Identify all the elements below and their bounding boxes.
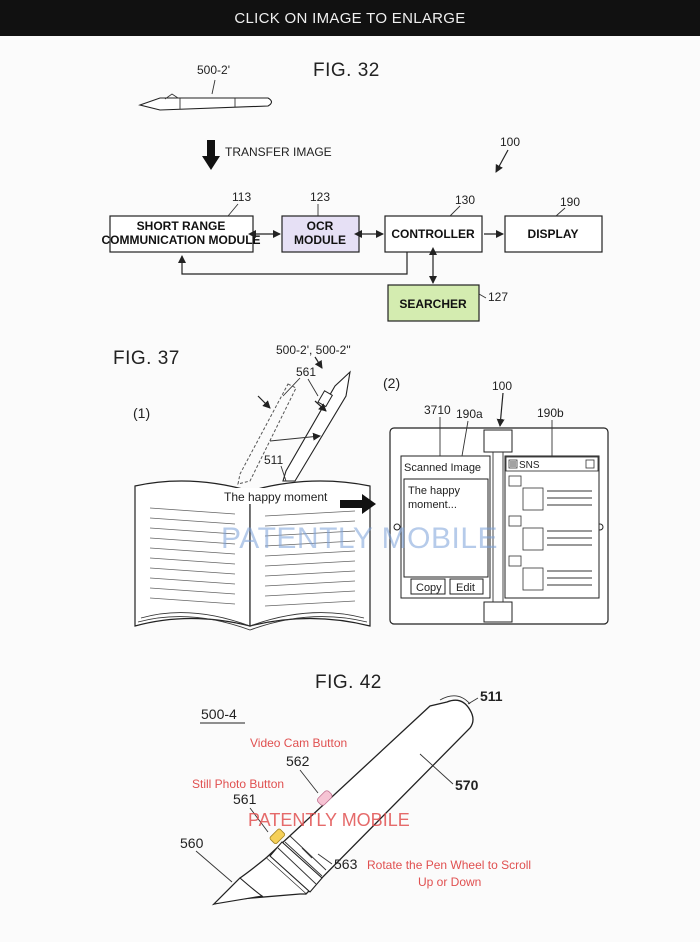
fig37-title: FIG. 37 bbox=[113, 348, 180, 369]
fig37-pen: 511 bbox=[264, 370, 351, 482]
still-photo-label: Still Photo Button bbox=[192, 777, 284, 791]
scanned-text-line1: The happy bbox=[408, 485, 460, 497]
ocr-ref: 123 bbox=[310, 190, 330, 204]
controller-box: CONTROLLER 130 bbox=[384, 193, 483, 253]
still-photo-ref: 561 bbox=[233, 791, 257, 807]
sns-menu-icon bbox=[508, 459, 518, 469]
fig32-connections bbox=[178, 230, 504, 284]
searcher-box: SEARCHER 127 bbox=[387, 284, 508, 322]
fig32-title: FIG. 32 bbox=[313, 60, 380, 81]
edit-button-label: Edit bbox=[456, 582, 475, 594]
transfer-arrow: TRANSFER IMAGE bbox=[202, 140, 332, 170]
sns-label: SNS bbox=[519, 460, 540, 471]
model-ref: 500-4 bbox=[201, 706, 237, 722]
short-range-module-box: SHORT RANGE COMMUNICATION MODULE 113 bbox=[101, 190, 261, 253]
ocr-line1: OCR bbox=[307, 219, 334, 233]
fig42: FIG. 42 500-4 Video Cam Button 562 Still… bbox=[180, 672, 531, 906]
ghost-pen bbox=[237, 383, 297, 485]
panel-ref-190a: 190a bbox=[456, 407, 483, 421]
sns-close-icon[interactable] bbox=[585, 459, 595, 469]
short-range-line1: SHORT RANGE bbox=[137, 219, 226, 233]
enlarge-link[interactable]: CLICK ON IMAGE TO ENLARGE bbox=[234, 9, 466, 27]
searcher-ref: 127 bbox=[488, 290, 508, 304]
fig37: FIG. 37 500-2', 500-2" 561 (1) (2) 100 5… bbox=[113, 343, 609, 631]
copy-button-label: Copy bbox=[416, 582, 442, 594]
still-photo-button[interactable] bbox=[269, 828, 286, 845]
device-ref: 100 bbox=[492, 379, 512, 393]
video-cam-ref: 562 bbox=[286, 753, 310, 769]
fig42-title: FIG. 42 bbox=[315, 672, 382, 693]
fig37-button-ref: 561 bbox=[296, 365, 316, 379]
fig32-pen-ref: 500-2' bbox=[197, 63, 230, 77]
short-range-ref: 113 bbox=[232, 190, 251, 204]
searcher-label: SEARCHER bbox=[399, 297, 467, 311]
scanned-text-area[interactable] bbox=[403, 478, 489, 578]
controller-ref: 130 bbox=[455, 193, 475, 207]
short-range-line2: COMMUNICATION MODULE bbox=[101, 233, 260, 247]
scanned-image-title: Scanned Image bbox=[404, 462, 481, 474]
fig37-pen-refs: 500-2', 500-2" bbox=[276, 343, 351, 357]
pen-wheel[interactable] bbox=[269, 835, 327, 893]
book-text-lines bbox=[149, 507, 356, 607]
ocr-module-box: OCR MODULE 123 bbox=[281, 190, 360, 253]
fig32-pen: 500-2' bbox=[138, 63, 273, 111]
display-label: DISPLAY bbox=[528, 227, 579, 241]
fig37-tip-ref: 511 bbox=[264, 453, 283, 467]
panel-ref-3710: 3710 bbox=[424, 403, 451, 417]
scanned-text-line2: moment... bbox=[408, 499, 457, 511]
display-box: DISPLAY 190 bbox=[504, 195, 603, 253]
wheel-label-2: Up or Down bbox=[418, 875, 481, 889]
stylus-pen bbox=[211, 695, 474, 906]
watermark-top: PATENTLY MOBILE bbox=[221, 522, 498, 555]
video-cam-button[interactable] bbox=[316, 790, 333, 807]
step1-label: (1) bbox=[133, 405, 150, 421]
sns-feed bbox=[508, 475, 592, 591]
controller-label: CONTROLLER bbox=[391, 227, 475, 241]
transfer-label: TRANSFER IMAGE bbox=[225, 145, 332, 159]
pen-wheel-ref: 563 bbox=[334, 856, 358, 872]
patent-figure-sheet: FIG. 32 500-2' TRANSFER IMAGE 100 SHORT … bbox=[0, 36, 700, 937]
enlarge-banner[interactable]: CLICK ON IMAGE TO ENLARGE bbox=[0, 0, 700, 36]
system-ref: 100 bbox=[500, 135, 520, 149]
fig32: FIG. 32 500-2' TRANSFER IMAGE 100 SHORT … bbox=[101, 60, 603, 322]
copy-button[interactable] bbox=[410, 578, 446, 595]
open-book: The happy moment bbox=[134, 480, 371, 631]
watermark-bottom: PATENTLY MOBILE bbox=[248, 810, 410, 830]
dual-screen-device: Scanned Image The happy moment... Copy E… bbox=[389, 403, 609, 625]
panel-ref-190b: 190b bbox=[537, 406, 564, 420]
pen-body-ref: 570 bbox=[455, 777, 479, 793]
to-device-arrow bbox=[340, 494, 376, 514]
pen-top-ref: 511 bbox=[480, 688, 503, 704]
wheel-label-1: Rotate the Pen Wheel to Scroll bbox=[367, 858, 531, 872]
display-ref: 190 bbox=[560, 195, 580, 209]
book-highlight-text: The happy moment bbox=[224, 490, 328, 504]
video-cam-label: Video Cam Button bbox=[250, 736, 347, 750]
edit-button[interactable] bbox=[449, 578, 484, 595]
ocr-line2: MODULE bbox=[294, 233, 346, 247]
step2-label: (2) bbox=[383, 375, 400, 391]
patent-drawing: FIG. 32 500-2' TRANSFER IMAGE 100 SHORT … bbox=[101, 60, 609, 906]
pen-tip-ref: 560 bbox=[180, 835, 204, 851]
